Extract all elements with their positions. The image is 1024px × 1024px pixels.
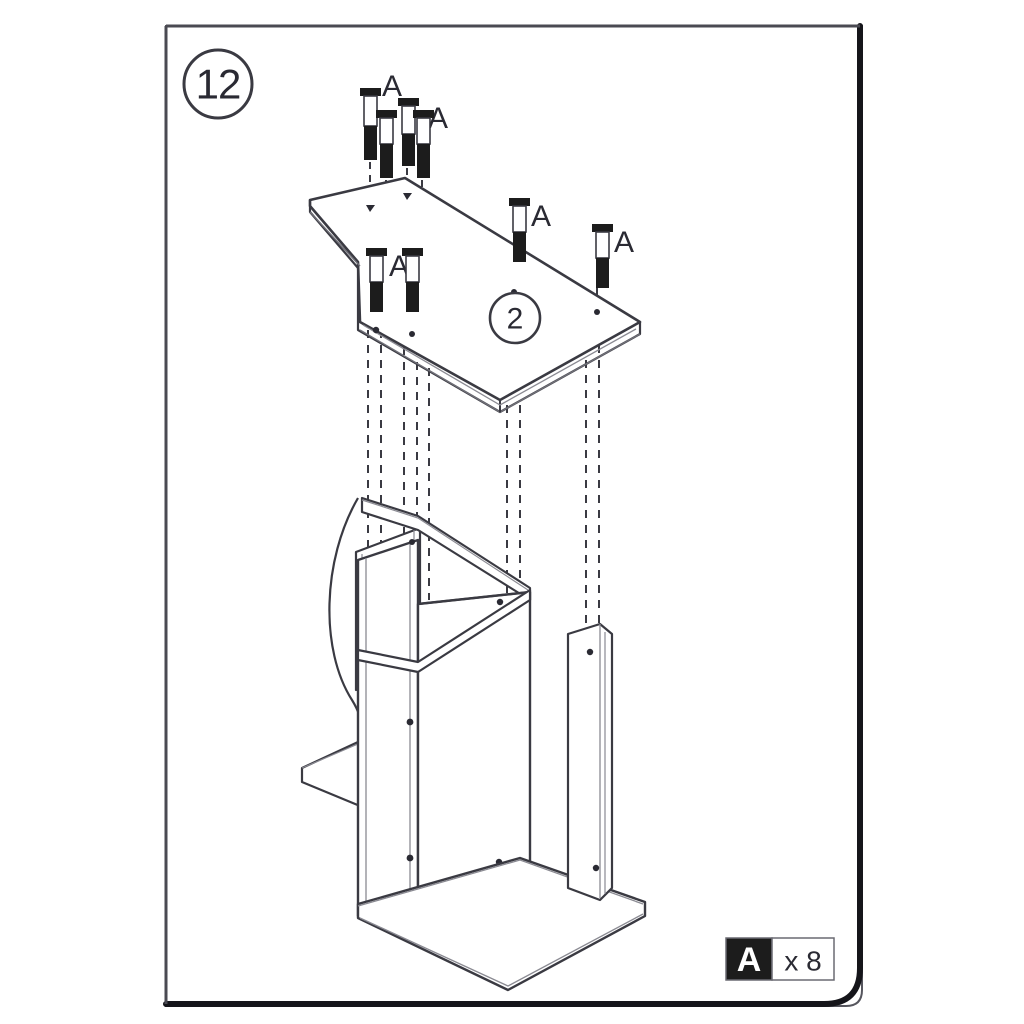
screw-icon <box>398 98 419 166</box>
screw-icon <box>402 248 423 312</box>
screw-icon <box>413 110 434 178</box>
cabinet-right-panel <box>416 590 532 902</box>
right-support-post <box>566 622 614 902</box>
screw-icon <box>376 110 397 178</box>
screw-label-a: A <box>531 200 551 233</box>
parts-box-letter: A <box>737 941 762 979</box>
part-callout-2-text: 2 <box>507 303 524 336</box>
screw-group: A A <box>360 70 634 312</box>
screw-label-a: A <box>382 70 402 103</box>
parts-box-quantity: x 8 <box>784 946 821 977</box>
part-callout-2: 2 <box>488 291 542 345</box>
cabinet-left-panel <box>356 538 420 918</box>
screw-icon <box>366 248 387 312</box>
cabinet-mid-rail <box>356 588 532 674</box>
step-number-text: 12 <box>196 61 241 108</box>
screw-icon <box>592 224 613 288</box>
screw-label-a: A <box>389 250 409 283</box>
parts-quantity-box: A x 8 <box>725 937 835 981</box>
screw-label-a: A <box>428 102 448 135</box>
screw-icon <box>360 88 381 160</box>
screw-label-a: A <box>614 226 634 259</box>
top-desk-panel <box>308 176 642 414</box>
step-number-badge: 12 <box>182 48 254 120</box>
cabinet-assembly <box>300 496 647 992</box>
screw-icon <box>509 198 530 262</box>
